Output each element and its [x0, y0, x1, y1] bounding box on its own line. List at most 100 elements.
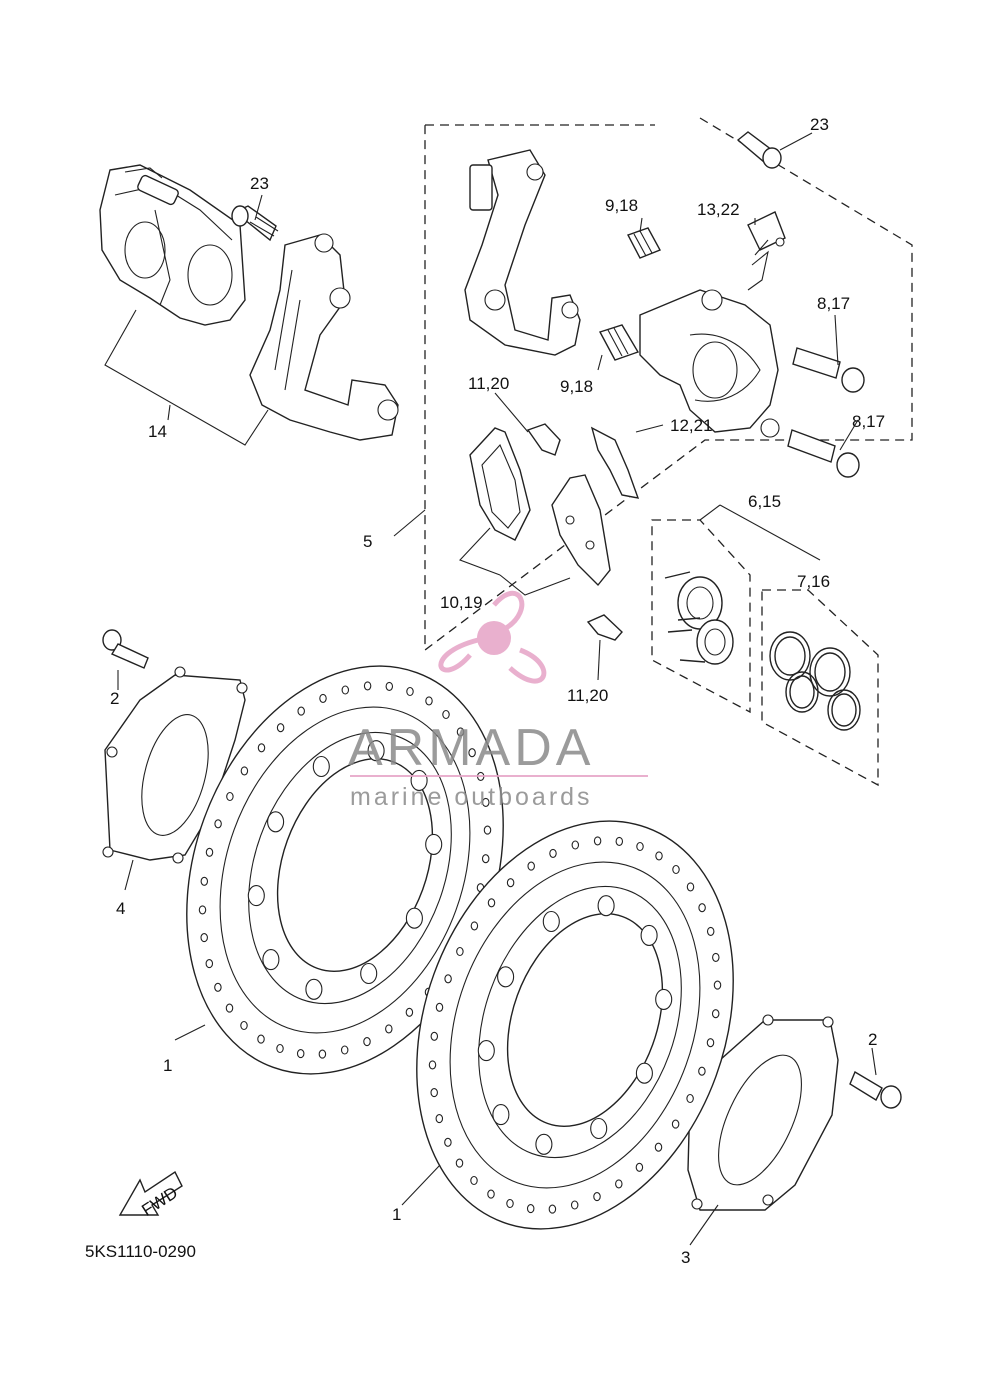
- disc-hole: [442, 709, 450, 720]
- disc-hole: [706, 926, 715, 936]
- callout-11-20-lower: 11,20: [567, 686, 608, 705]
- disc-hole: [225, 1003, 234, 1013]
- watermark-brand: ARMADA: [348, 719, 594, 777]
- brake-pad-outer: [469, 427, 531, 541]
- disc-hole: [548, 1204, 557, 1214]
- disc-hole: [672, 864, 680, 875]
- disc-hole: [590, 1117, 608, 1140]
- disc-hole: [200, 933, 208, 943]
- disc-hole: [312, 755, 330, 778]
- disc-hole: [425, 833, 443, 855]
- brake-disc-right: [416, 820, 734, 1230]
- disc-hole: [363, 681, 372, 691]
- disc-hole: [385, 1024, 393, 1034]
- disc-hole: [542, 910, 560, 933]
- callout-5: 5: [363, 532, 372, 551]
- pin-boot-9-18-lower: [598, 324, 640, 361]
- callout-7-16: 7,16: [797, 572, 830, 591]
- disc-hole: [428, 1060, 437, 1070]
- disc-hole: [527, 861, 535, 871]
- disc-hole: [205, 847, 214, 857]
- disc-hole: [713, 980, 722, 990]
- callout-23-right: 23: [810, 115, 829, 134]
- disc-hole: [570, 1200, 579, 1210]
- disc-hole: [267, 811, 285, 833]
- bleed-screw-13-22: [747, 211, 786, 291]
- disc-hole: [698, 903, 706, 913]
- callout-9-18-upper: 9,18: [605, 196, 638, 215]
- disc-hole: [636, 841, 644, 852]
- disc-hole: [435, 1114, 444, 1124]
- disc-hole: [470, 1175, 478, 1186]
- disc-hole: [671, 1119, 680, 1129]
- fwd-arrow: FWD: [118, 1170, 183, 1220]
- disc-hole: [593, 836, 602, 846]
- disc-hole: [425, 696, 433, 706]
- disc-hole: [367, 740, 385, 762]
- callout-2-left: 2: [110, 689, 119, 708]
- brake-disc-left: [186, 665, 504, 1075]
- disc-hole: [296, 1049, 305, 1059]
- disc-hole: [526, 1204, 535, 1214]
- disc-hole: [257, 743, 266, 753]
- callout-6-15: 6,15: [748, 492, 781, 511]
- bolt-23-right: [736, 131, 782, 169]
- disc-hole: [257, 1034, 265, 1044]
- disc-hole: [506, 1198, 514, 1209]
- disc-hole: [262, 949, 280, 971]
- disc-hole: [686, 882, 695, 892]
- propeller-logo: [438, 590, 547, 684]
- disc-hole: [198, 905, 207, 915]
- callout-8-17-upper: 8,17: [817, 294, 850, 313]
- disc-hole: [318, 1049, 327, 1059]
- disc-hole: [487, 898, 496, 908]
- disc-hole: [615, 836, 624, 846]
- pad-spring-11-20-upper: [526, 423, 561, 456]
- callout-8-17-lower: 8,17: [852, 412, 885, 431]
- disc-hole: [487, 1189, 495, 1199]
- caliper-piston-set: [664, 571, 734, 665]
- armada-watermark: ARMADA marine outboards: [348, 590, 648, 811]
- callout-1-right: 1: [392, 1205, 401, 1224]
- callout-14: 14: [148, 422, 167, 441]
- callout-11-20-upper: 11,20: [468, 374, 509, 393]
- pad-spring-11-20-lower: [586, 614, 623, 641]
- disc-hole: [363, 1037, 371, 1047]
- disc-hole: [655, 988, 673, 1010]
- bolt-23-left: [231, 205, 279, 242]
- bolt-8-17-upper: [792, 347, 865, 393]
- disc-hole: [385, 681, 394, 691]
- disc-hole: [276, 1043, 284, 1054]
- disc-hole: [214, 982, 222, 992]
- bolt-8-17-lower: [787, 429, 860, 478]
- disc-hole: [535, 1133, 553, 1155]
- disc-hole: [477, 1040, 495, 1062]
- disc-hole: [492, 1104, 510, 1126]
- disc-hole: [470, 921, 479, 931]
- callout-10-19: 10,19: [440, 593, 483, 612]
- disc-hole: [406, 686, 414, 697]
- caliper-bracket-left: [249, 233, 399, 441]
- disc-hole: [712, 952, 720, 962]
- disc-hole: [444, 1137, 452, 1147]
- disc-hole: [341, 685, 350, 695]
- disc-hole: [640, 924, 658, 946]
- disc-hole: [549, 848, 557, 858]
- disc-hole: [635, 1062, 653, 1084]
- disc-hole: [435, 1002, 444, 1012]
- disc-hole: [297, 706, 305, 716]
- disc-hole: [226, 791, 234, 802]
- disc-hole: [240, 1020, 248, 1031]
- disc-hole: [711, 1009, 720, 1019]
- disc-hole: [205, 959, 214, 969]
- callout-23-left: 23: [250, 174, 269, 193]
- callout-labels: 23 23 14 9,18 13,22 8,17 9,18 11,20 8,17…: [110, 115, 885, 1267]
- disc-hole: [430, 1031, 439, 1041]
- disc-hole: [340, 1045, 349, 1055]
- disc-cover-left: [102, 666, 248, 864]
- pad-spring-12-21: [590, 426, 640, 499]
- disc-hole: [319, 693, 327, 703]
- watermark-tagline: marine outboards: [350, 783, 593, 811]
- disc-hole: [483, 825, 492, 835]
